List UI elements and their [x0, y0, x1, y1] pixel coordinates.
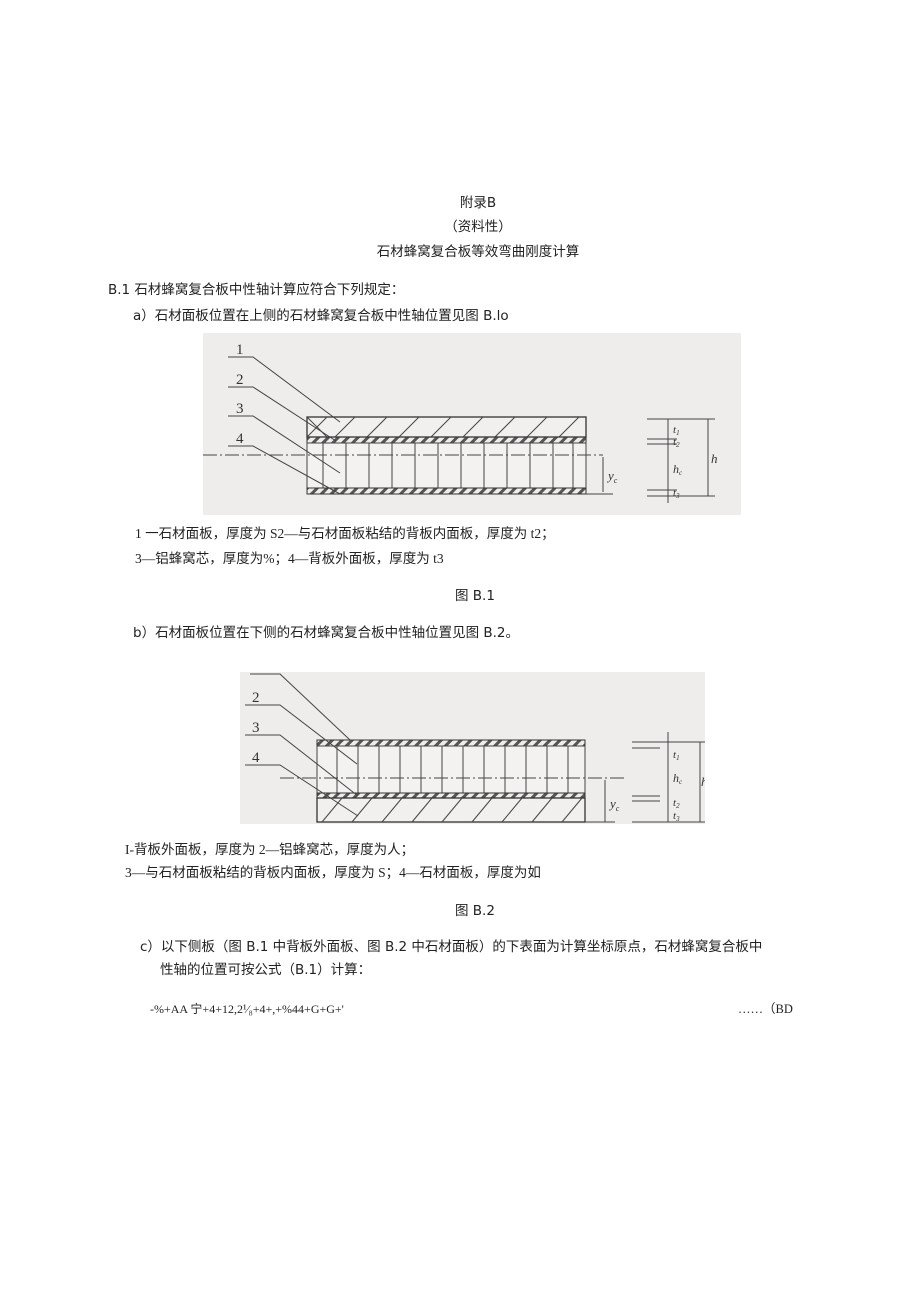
appendix-nature: （资料性） [444, 219, 512, 235]
figure-b2-caption: 图 B.2 [455, 903, 495, 919]
t2-label: t2 [673, 436, 680, 449]
figure-b2-legend-line-1: I-背板外面板，厚度为 2—铝蜂窝芯，厚度为人； [125, 842, 415, 857]
outer-face-sheet [306, 487, 587, 495]
appendix-title: 石材蜂窝复合板等效弯曲刚度计算 [376, 244, 580, 260]
item-a: a）石材面板位置在上侧的石材蜂窝复合板中性轴位置见图 B.lo [133, 308, 509, 324]
yc-label: yc [608, 796, 620, 813]
figure-b1-legend-line-2: 3—铝蜂窝芯，厚度为%；4—背板外面板，厚度为 t3 [135, 551, 444, 566]
item-b: b）石材面板位置在下侧的石材蜂窝复合板中性轴位置见图 B.2。 [133, 625, 520, 641]
formula-b1: -%+AA 宁+4+12,2¹⁄₈+4+,+%44+G+G+' [150, 1002, 344, 1016]
dimension-stack [647, 418, 715, 503]
item-c-line-1: c）以下侧板（图 B.1 中背板外面板、图 B.2 中石材面板）的下表面为计算坐… [140, 939, 763, 955]
hc-label: hc [673, 771, 683, 786]
leader-lines [245, 673, 359, 817]
t2-label: t2 [673, 797, 680, 810]
dimension-yc [586, 457, 613, 495]
item-c-line-2: 性轴的位置可按公式（B.1）计算： [160, 962, 372, 978]
stone-panel [316, 797, 586, 823]
appendix-label: 附录B [459, 195, 497, 211]
formula-number: ……（BD [738, 1002, 793, 1016]
callout-2: 2 [236, 372, 244, 388]
t1-label: t1 [673, 424, 680, 437]
figure-b1-caption: 图 B.1 [455, 588, 495, 604]
t1-label: t1 [673, 749, 680, 762]
figure-b1-diagram: 1 2 3 4 yc t1 t2 hc t3 h [203, 333, 741, 515]
h-label: h [711, 451, 718, 466]
callout-2: 2 [252, 690, 260, 706]
leader-lines [228, 356, 341, 495]
t3-label: t3 [673, 487, 680, 500]
callout-1: 1 [236, 342, 244, 358]
yc-label: yc [606, 468, 618, 485]
callout-4: 4 [252, 750, 260, 766]
figure-b1-legend-line-1: 1 一石材面板，厚度为 S2—与石材面板粘结的背板内面板，厚度为 t2； [135, 526, 555, 541]
honeycomb-core [306, 442, 587, 489]
h-label: h [701, 774, 705, 789]
stone-panel [306, 416, 587, 438]
t3-label: t3 [673, 810, 680, 823]
dimension-yc [585, 780, 615, 823]
honeycomb-core [316, 745, 586, 794]
dimension-stack [632, 732, 705, 823]
outer-face-sheet [316, 739, 586, 747]
hc-label: hc [673, 462, 683, 477]
inner-face-sheet [306, 436, 587, 444]
callout-3: 3 [236, 401, 244, 417]
figure-b2-diagram: 2 3 4 yc t1 hc t2 t3 h [240, 672, 705, 824]
figure-b2-legend-line-2: 3—与石材面板粘结的背板内面板，厚度为 S；4—石材面板，厚度为如 [125, 865, 541, 880]
callout-3: 3 [252, 720, 260, 736]
clause-b1: B.1 石材蜂窝复合板中性轴计算应符合下列规定： [108, 282, 405, 298]
callout-4: 4 [236, 431, 244, 447]
